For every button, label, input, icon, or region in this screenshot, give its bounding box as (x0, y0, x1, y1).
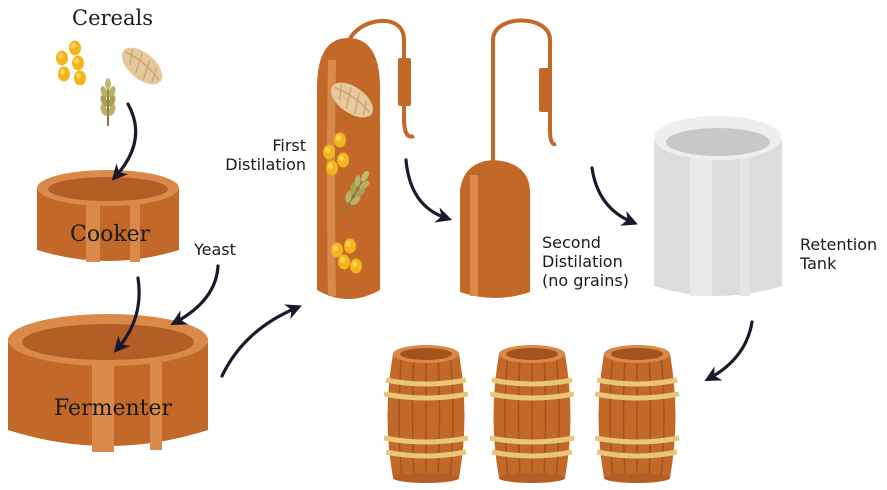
retention-tank-label: Retention Tank (800, 235, 877, 273)
second-distillation-line-1: Second (542, 233, 601, 252)
second-distillation-line-2: Distilation (542, 252, 623, 271)
cooker-vessel (37, 170, 179, 262)
barrel-icon (384, 345, 468, 483)
arrow-icon (220, 304, 302, 378)
cereals-group (56, 39, 170, 127)
retention-tank-line-1: Retention (800, 235, 878, 254)
fermenter-label: Fermenter (54, 396, 173, 421)
cooker-label: Cooker (70, 222, 151, 247)
yeast-label: Yeast (194, 240, 236, 259)
retention-tank (654, 116, 782, 296)
retention-tank-line-2: Tank (800, 254, 837, 273)
arrow-icon (590, 166, 638, 226)
first-distillation-line-2: Distilation (225, 155, 306, 174)
flow-arrows (111, 102, 754, 382)
barrel-icon (490, 345, 574, 483)
second-still (460, 18, 557, 298)
second-distillation-line-3: (no grains) (542, 271, 629, 290)
arrow-icon (170, 264, 220, 326)
wheat-icon (114, 39, 170, 93)
arrow-icon (404, 158, 453, 223)
arrow-icon (704, 320, 754, 382)
corn-icon (56, 40, 86, 86)
fermenter-vessel (8, 314, 208, 452)
arrow-icon (111, 102, 138, 181)
first-distillation-line-1: First (272, 136, 306, 155)
first-still (317, 19, 415, 299)
second-distillation-label: Second Distilation (no grains) (542, 233, 629, 290)
arrow-icon (113, 276, 141, 353)
first-distillation-label: First Distilation (208, 136, 306, 174)
wheat-icon (98, 77, 118, 127)
barrel-icon (595, 345, 679, 483)
cereals-label: Cereals (72, 6, 153, 30)
